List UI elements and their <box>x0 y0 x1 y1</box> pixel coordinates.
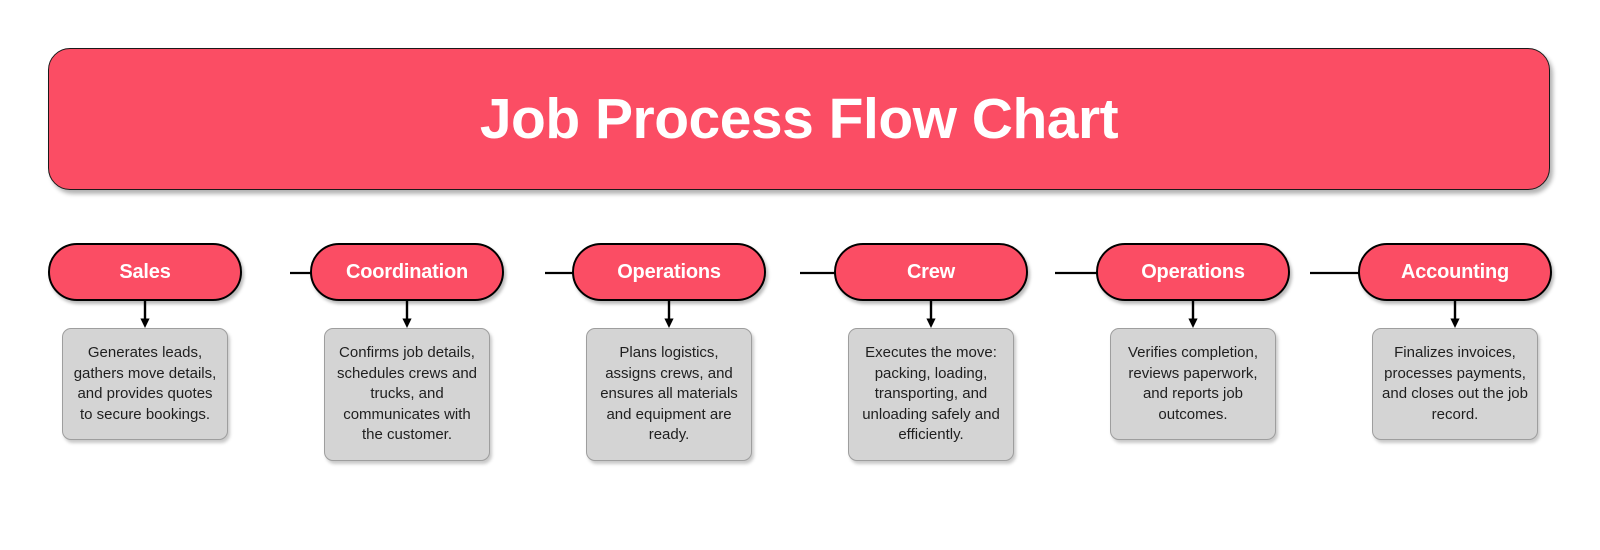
chart-title-banner: Job Process Flow Chart <box>48 48 1550 190</box>
stage-description: Finalizes invoices, processes payments, … <box>1382 344 1528 423</box>
stage-description: Plans logistics, assigns crews, and ensu… <box>600 344 738 443</box>
down-arrow-icon-4 <box>926 301 936 328</box>
stage-label: Coordination <box>345 261 469 283</box>
stage-label: Sales <box>119 261 171 283</box>
process-stage-6[interactable]: Accounting Finalizes invoices, processes… <box>1358 243 1552 440</box>
stage-label: Accounting <box>1401 261 1509 283</box>
process-stage-4[interactable]: Crew Executes the move: packing, loading… <box>834 243 1028 461</box>
down-arrow-icon-5 <box>1188 301 1198 328</box>
process-stage-2[interactable]: Coordination Confirms job details, sched… <box>310 243 504 461</box>
down-arrow-icon-3 <box>664 301 674 328</box>
stage-pill-sales[interactable]: Sales <box>48 243 242 301</box>
stage-description-box-3: Plans logistics, assigns crews, and ensu… <box>586 328 752 461</box>
stage-description: Executes the move: packing, loading, tra… <box>862 344 1000 443</box>
stage-label: Crew <box>906 261 956 283</box>
stage-label: Operations <box>1141 261 1245 283</box>
stage-description: Generates leads, gathers move details, a… <box>73 344 217 423</box>
process-stage-1[interactable]: Sales Generates leads, gathers move deta… <box>48 243 242 440</box>
stage-pill-operations-2[interactable]: Operations <box>1096 243 1290 301</box>
stage-label: Operations <box>617 261 721 283</box>
process-stage-5[interactable]: Operations Verifies completion, reviews … <box>1096 243 1290 440</box>
process-stage-3[interactable]: Operations Plans logistics, assigns crew… <box>572 243 766 461</box>
stage-description-box-4: Executes the move: packing, loading, tra… <box>848 328 1014 461</box>
down-arrow-icon-2 <box>402 301 412 328</box>
process-flow-row: Sales Generates leads, gathers move deta… <box>48 243 1552 513</box>
down-arrow-icon-6 <box>1450 301 1460 328</box>
stage-description: Confirms job details, schedules crews an… <box>336 344 478 443</box>
stage-pill-crew[interactable]: Crew <box>834 243 1028 301</box>
stage-description-box-1: Generates leads, gathers move details, a… <box>62 328 228 440</box>
stage-pill-operations-1[interactable]: Operations <box>572 243 766 301</box>
stage-description-box-5: Verifies completion, reviews paperwork, … <box>1110 328 1276 440</box>
stage-description: Verifies completion, reviews paperwork, … <box>1127 344 1259 423</box>
stage-description-box-6: Finalizes invoices, processes payments, … <box>1372 328 1538 440</box>
stage-pill-coordination[interactable]: Coordination <box>310 243 504 301</box>
down-arrow-icon-1 <box>140 301 150 328</box>
stage-pill-accounting[interactable]: Accounting <box>1358 243 1552 301</box>
stage-description-box-2: Confirms job details, schedules crews an… <box>324 328 490 461</box>
page-title: Job Process Flow Chart <box>479 86 1119 151</box>
